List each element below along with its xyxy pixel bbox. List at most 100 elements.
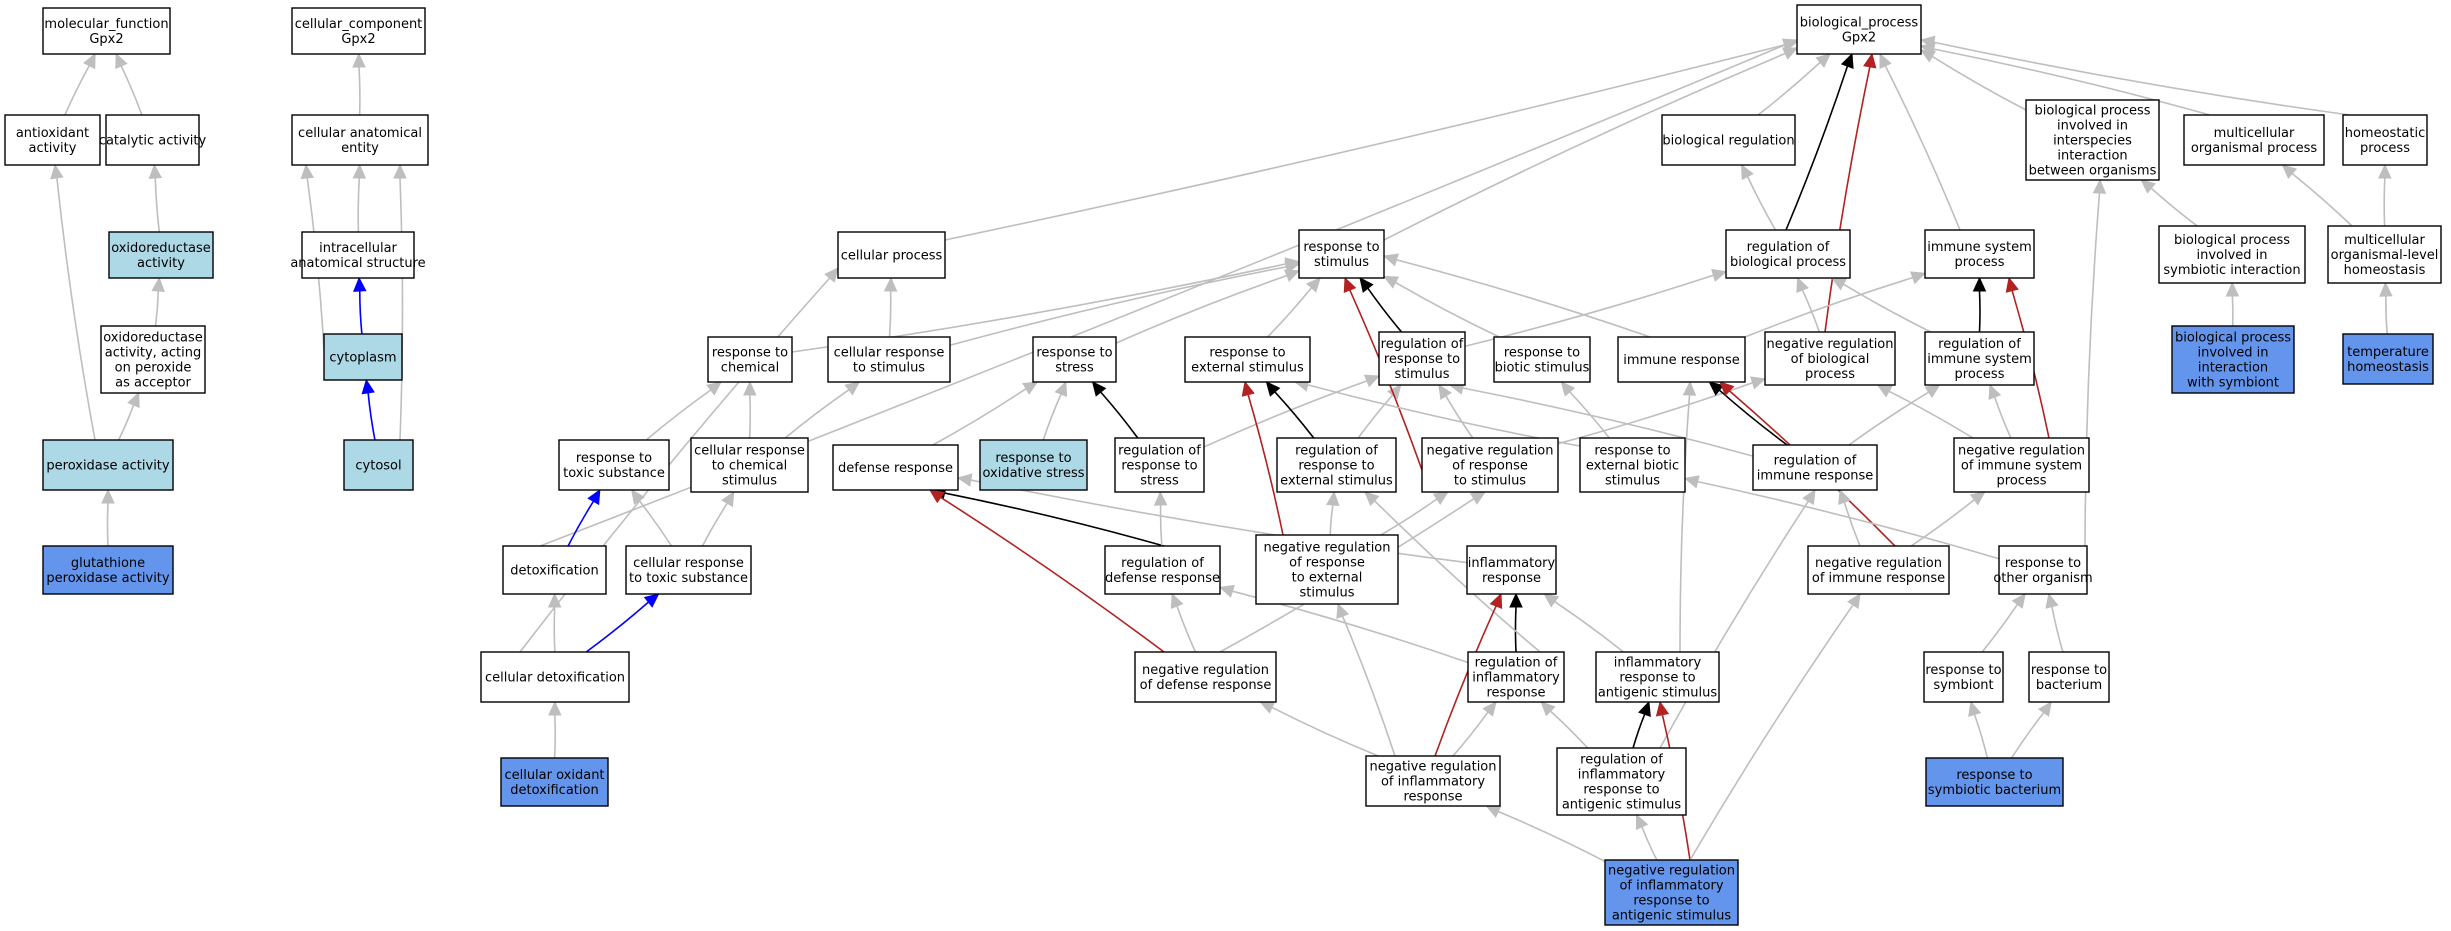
edge-neginfl-to-reginfl: [1452, 701, 1497, 757]
node-label-line: temperature: [2347, 345, 2429, 360]
node-label-line: response to: [712, 346, 788, 361]
node-box: [837, 231, 946, 279]
go-term-node-defr[interactable]: defense response: [832, 444, 959, 491]
node-label-line: of immune system: [1961, 459, 2082, 474]
node-label-line: biological_process: [1800, 16, 1919, 31]
node-label-line: catalytic activity: [99, 134, 207, 149]
edge-oxr-to-cat: [148, 163, 163, 233]
node-label-line: Gpx2: [89, 32, 123, 47]
edge-bpinter-to-bp: [1919, 49, 2027, 111]
node-box: [1752, 444, 1878, 491]
node-label-line: antigenic stimulus: [1598, 686, 1718, 701]
edge-cytosol-to-cyto: [361, 378, 376, 441]
node-label-line: as acceptor: [115, 376, 191, 391]
edge-cdetox-to-cproc: [519, 267, 839, 653]
node-box: [2158, 225, 2306, 284]
go-term-node-cytosol[interactable]: cytosol: [343, 439, 414, 491]
go-term-node-breg[interactable]: biological regulation: [1661, 114, 1796, 166]
node-label-line: to external: [1292, 571, 1363, 586]
node-box: [1925, 757, 2064, 807]
node-label-line: response to: [2005, 556, 2081, 571]
node-label-line: symbiotic bacterium: [1928, 783, 2061, 798]
go-term-node-cyto[interactable]: cytoplasm: [323, 333, 403, 381]
node-box: [42, 7, 171, 55]
go-term-node-cat[interactable]: catalytic activity: [99, 114, 207, 166]
node-label-line: stimulus: [722, 474, 777, 489]
edge-negimr-to-regimr: [1838, 488, 1861, 547]
go-term-node-imresp[interactable]: immune response: [1617, 336, 1746, 383]
edge-negims-to-regims: [1988, 383, 2012, 439]
edge-target-to-reginflant: [1635, 813, 1658, 861]
node-label-line: response to: [1583, 783, 1659, 798]
node-box: [2342, 114, 2428, 166]
edge-bpsym-to-bpinter: [2140, 179, 2198, 227]
go-term-node-cdetox[interactable]: cellular detoxification: [480, 651, 630, 703]
node-label-line: cellular anatomical: [298, 126, 422, 141]
edge-rtox-to-rchem: [645, 381, 722, 441]
go-term-node-cproc[interactable]: cellular process: [837, 231, 946, 279]
node-label-line: oxidoreductase: [111, 241, 211, 256]
edge-cox-to-cdetox: [548, 700, 562, 759]
node-label-line: molecular_function: [44, 17, 168, 32]
node-label-line: of inflammatory: [1619, 879, 1723, 894]
node-label-line: oxidative stress: [982, 466, 1084, 481]
go-term-node-perox[interactable]: peroxidase activity: [42, 439, 174, 491]
go-term-node-detox[interactable]: detoxification: [502, 545, 607, 595]
node-label-line: regulation of: [1580, 753, 1663, 768]
edge-regrext-to-regrs: [1357, 384, 1402, 439]
node-label-line: of response: [1452, 459, 1528, 474]
